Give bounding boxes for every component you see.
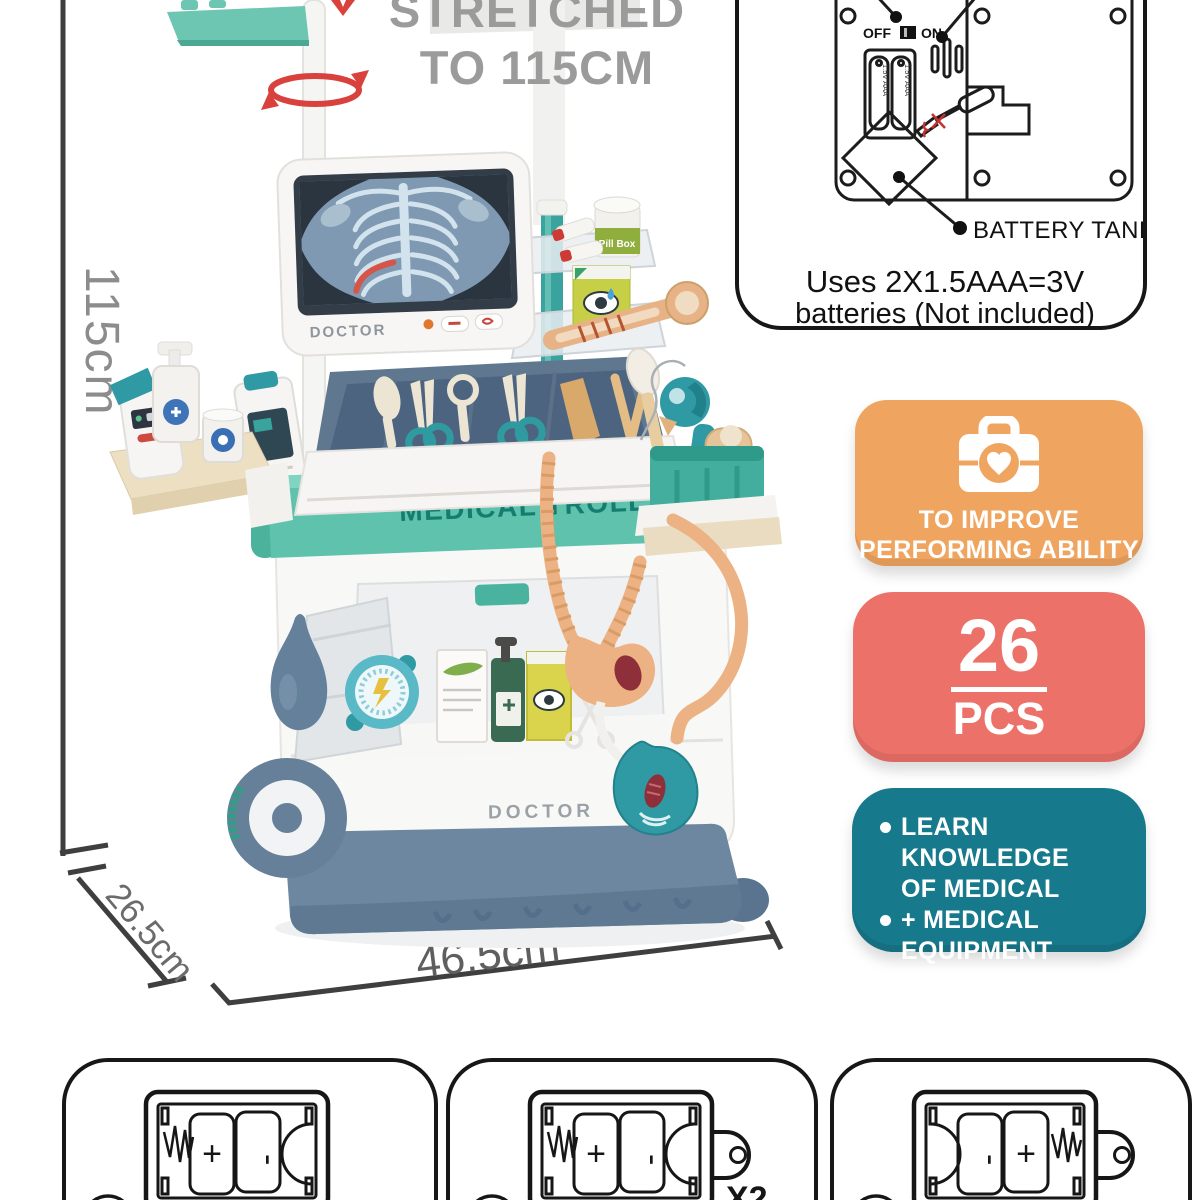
battery-install-box-2: + - X2	[446, 1058, 818, 1200]
sanitizer-bottle	[152, 341, 200, 443]
learn-badge: LEARN KNOWLEDGE OF MEDICAL + MEDICAL EQU…	[852, 788, 1146, 965]
learn-item2-line2: EQUIPMENT	[901, 937, 1053, 965]
stethoscope	[540, 451, 699, 836]
monitor-brand: DOCTOR	[309, 322, 386, 342]
medical-trolley-product: Pill Box	[109, 0, 782, 948]
battery-panel-diagram: OFF ON 1.5V AAA 1.5V AAA BATTERY TANK Us…	[795, 0, 1155, 330]
minus-mark: -	[250, 1154, 288, 1165]
plus-mark: +	[202, 1135, 222, 1173]
battery-install-box-3: - +	[830, 1058, 1192, 1200]
stretched-height-label: STRETCHED TO 115CM	[372, 0, 702, 96]
battery-install-diagram-1: + -	[91, 1089, 331, 1200]
off-label: OFF	[863, 25, 891, 41]
bullet-icon	[880, 915, 891, 926]
screw-warning-icon	[922, 113, 946, 138]
tray-tools	[373, 371, 652, 459]
horn-scope	[543, 281, 709, 350]
battery-install-diagram-2: + - X2	[475, 1089, 768, 1200]
chest-piece	[612, 740, 699, 836]
tool-tray	[293, 356, 689, 517]
monitor-buttons	[440, 313, 503, 333]
xray-highlight-rib	[353, 259, 397, 294]
shelf-clamp	[474, 583, 530, 606]
battery2-label: 1.5V AAA	[903, 64, 912, 96]
pieces-badge: 26 PCS	[853, 592, 1145, 762]
height-dimension: 115cm	[59, 0, 128, 856]
pill-box-label: Pill Box	[599, 239, 636, 250]
drawer-brand: DOCTOR	[488, 801, 594, 824]
minus-mark: -	[972, 1154, 1010, 1165]
battery-usage-line1: Uses 2X1.5AAA=3V	[806, 264, 1085, 299]
monitor: DOCTOR	[276, 151, 536, 357]
battery-tank-label: BATTERY TANK	[973, 217, 1143, 244]
shelf-items	[436, 637, 615, 749]
cream-jar	[202, 408, 244, 463]
battery-install-diagram-3: - +	[859, 1089, 1135, 1200]
battery-install-box-1: + -	[62, 1058, 438, 1200]
minus-mark: -	[634, 1154, 672, 1165]
learn-item1-line1: LEARN KNOWLEDGE	[901, 813, 1069, 872]
battery-usage-line2: batteries (Not included)	[795, 298, 1095, 326]
bullet-icon	[880, 822, 891, 833]
screwdriver-icon	[914, 85, 995, 139]
medical-case-icon	[855, 414, 1143, 501]
rotation-arrows-icon	[261, 0, 369, 110]
on-label: ON	[921, 25, 942, 41]
pieces-unit: PCS	[952, 693, 1046, 744]
learn-item1-line2: OF MEDICAL	[901, 875, 1060, 903]
ability-line2: PERFORMING ABILITY	[859, 536, 1139, 564]
plus-mark: +	[1016, 1135, 1036, 1173]
suction-bulb	[270, 614, 328, 731]
tube-loop	[666, 513, 749, 745]
battery-panel-box: OFF ON 1.5V AAA 1.5V AAA BATTERY TANK Us…	[735, 0, 1155, 330]
ability-badge: TO IMPROVE PERFORMING ABILITY	[855, 400, 1143, 566]
pieces-count: 26	[957, 604, 1041, 687]
xray-skeleton	[335, 183, 473, 298]
stretched-line1: STRETCHED	[388, 0, 686, 37]
stretched-line2: TO 115CM	[419, 41, 655, 94]
learn-item2-line1: + MEDICAL	[901, 906, 1040, 934]
iv-arm	[167, 0, 309, 46]
syringe-tubes	[552, 217, 604, 263]
pieces-underline	[951, 687, 1047, 692]
xray-corners	[299, 174, 512, 306]
battery1-label: 1.5V AAA	[881, 64, 890, 96]
monitor-led	[423, 319, 434, 330]
quantity-label: X2	[726, 1180, 768, 1200]
wheel	[227, 758, 347, 878]
base	[275, 823, 769, 948]
ability-line1: TO IMPROVE	[918, 506, 1080, 534]
plus-mark: +	[586, 1135, 606, 1173]
top-shelf-arm	[430, 0, 640, 225]
